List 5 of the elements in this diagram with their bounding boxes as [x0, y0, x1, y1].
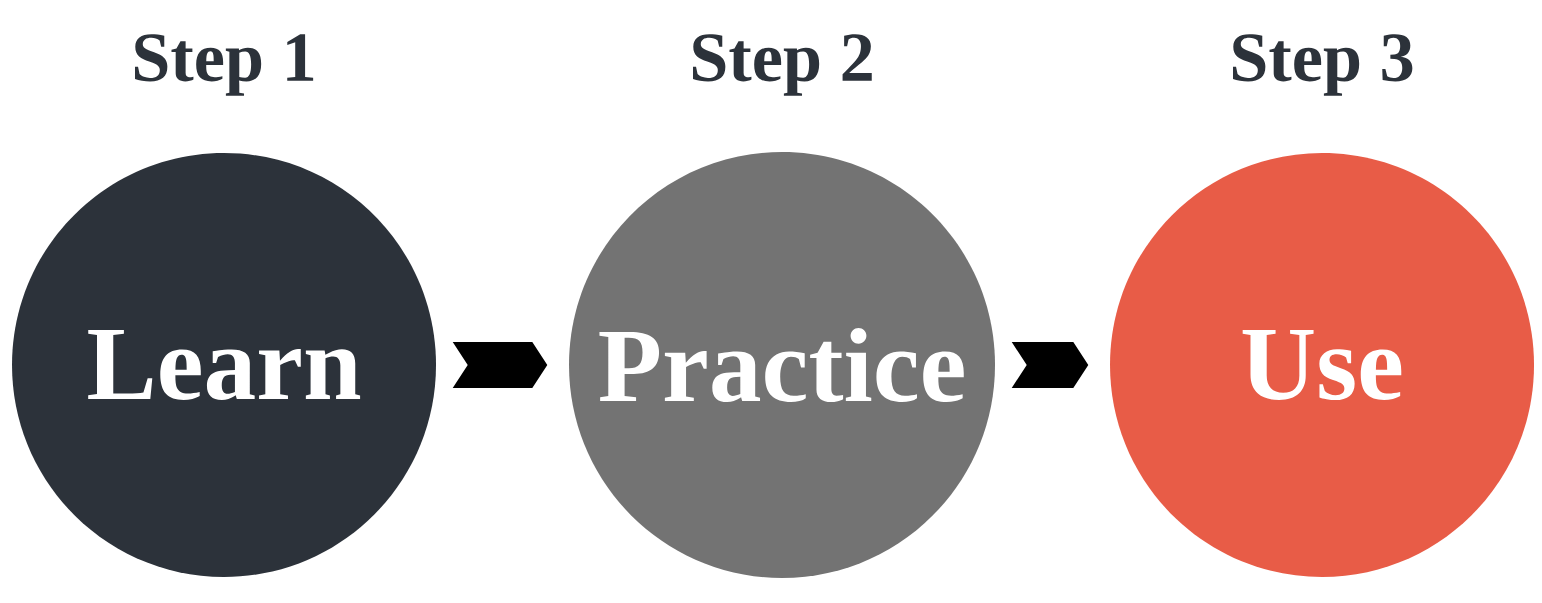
step-heading: Step 2 — [693, 34, 872, 96]
chevron-arrow — [452, 342, 548, 388]
chevron-arrow — [1011, 342, 1089, 388]
step-heading: Step 1 — [135, 34, 314, 96]
step-heading: Step 3 — [1233, 34, 1413, 96]
